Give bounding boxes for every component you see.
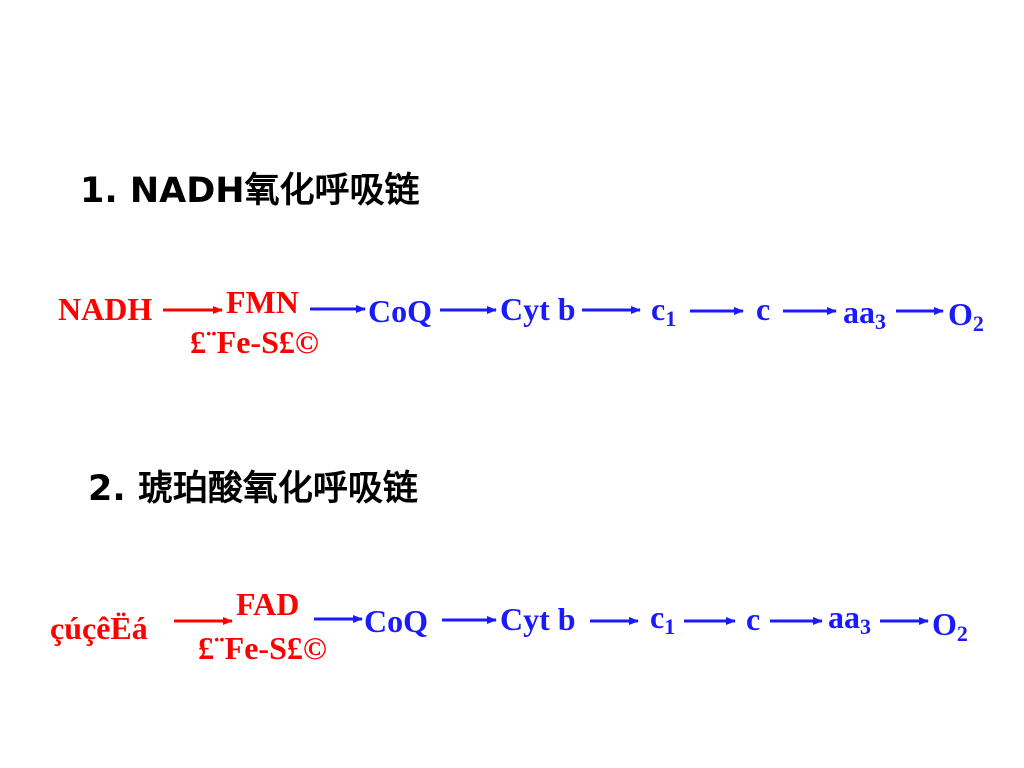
- chain1-step-o2-sub: 2: [972, 311, 984, 336]
- chain2-step-cytb: Cyt b: [500, 601, 576, 637]
- chain2-title: 2. 琥珀酸氧化呼吸链: [88, 469, 418, 509]
- chain2-step-c1-sub: 1: [664, 614, 676, 639]
- chain2-step-o2-sub: 2: [956, 621, 968, 646]
- chain2-step-coq: CoQ: [364, 603, 428, 639]
- chain2-step-aa3: aa3: [828, 601, 871, 638]
- chain2-step-o2: O2: [932, 608, 968, 645]
- chain2-step-aa3-base: aa: [828, 599, 860, 635]
- chain1-step-c1-sub: 1: [665, 306, 677, 331]
- chain1-carrier-bottom-fes: £¨Fe-S£©: [190, 324, 319, 360]
- chain1-step-coq: CoQ: [368, 293, 432, 329]
- chain1-start-nadh: NADH: [58, 291, 153, 327]
- chain1-step-o2-base: O: [948, 296, 973, 332]
- chain2-start-succinate: çúçêËá: [50, 610, 148, 646]
- chain1-carrier-top-fmn: FMN: [226, 284, 299, 320]
- chain2-step-c1: c1: [650, 601, 675, 638]
- chain2-carrier-top-fad: FAD: [236, 586, 300, 622]
- chain2-step-o2-base: O: [932, 606, 957, 642]
- chain2-carrier-bottom-fes: £¨Fe-S£©: [198, 630, 327, 666]
- chain1-step-aa3-sub: 3: [875, 309, 886, 334]
- chain1-title: 1. NADH氧化呼吸链: [80, 171, 420, 211]
- chain2-step-c: c: [746, 601, 761, 637]
- chain1-step-aa3: aa3: [843, 296, 886, 333]
- chain1-step-aa3-base: aa: [843, 294, 875, 330]
- chain1-step-c1: c1: [651, 293, 676, 330]
- chain2-step-aa3-sub: 3: [860, 614, 871, 639]
- chain1-step-c1-base: c: [651, 291, 666, 327]
- chain1-step-cytb: Cyt b: [500, 291, 576, 327]
- chain1-step-c: c: [756, 291, 771, 327]
- chain2-step-c1-base: c: [650, 599, 665, 635]
- chain1-step-o2: O2: [948, 298, 984, 335]
